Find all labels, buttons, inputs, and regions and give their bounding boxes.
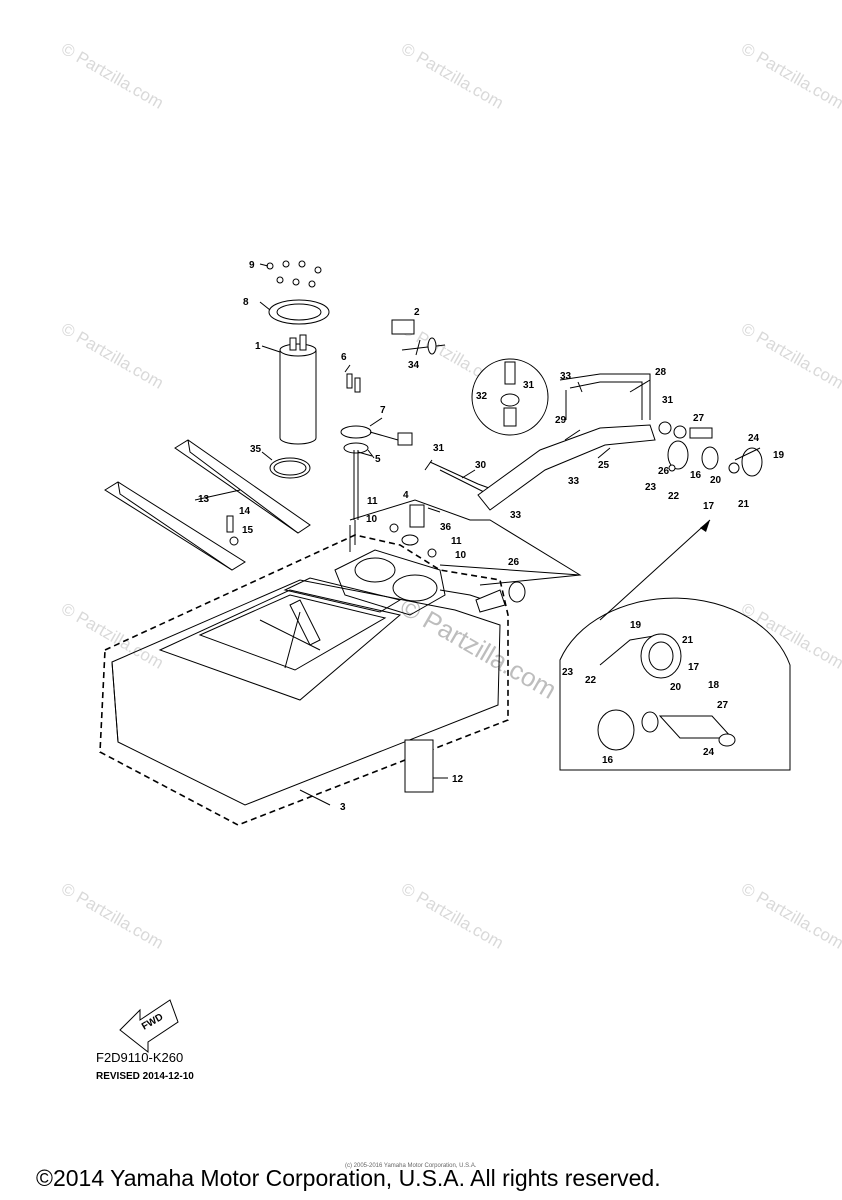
- callout-15: 15: [242, 525, 254, 536]
- tank-brackets: [104, 439, 311, 571]
- detail-callout-16: 16: [602, 755, 614, 766]
- diagram-code: F2D9110-K260: [96, 1050, 184, 1065]
- callout-32: 32: [476, 391, 488, 402]
- callout-8: 8: [243, 297, 249, 308]
- callout-11b: 11: [451, 536, 462, 547]
- detail-callout-27: 27: [717, 700, 729, 711]
- watermark: © Partzilla.com: [738, 319, 842, 393]
- filler-hose: [477, 373, 713, 511]
- callout-26b: 26: [508, 557, 520, 568]
- callout-12: 12: [452, 774, 464, 785]
- bolts: [226, 515, 239, 546]
- callout-13: 13: [198, 494, 210, 505]
- watermark: © Partzilla.com: [738, 879, 842, 953]
- callout-33c: 33: [510, 510, 522, 521]
- detail-callout-22: 22: [585, 675, 597, 686]
- tiny-copyright: (c) 2005-2016 Yamaha Motor Corporation, …: [345, 1163, 477, 1169]
- detail-callout-21: 21: [682, 635, 694, 646]
- callout-9: 9: [249, 260, 255, 271]
- breather-hose: [349, 461, 582, 586]
- watermark: © Partzilla.com: [58, 879, 167, 953]
- watermark: © Partzilla.com: [398, 39, 507, 113]
- fuel-sender: [340, 373, 413, 520]
- callout-28: 28: [655, 367, 667, 378]
- callout-24: 24: [748, 433, 760, 444]
- detail-inset: [559, 519, 791, 771]
- callout-2: 2: [414, 307, 420, 318]
- callout-19: 19: [773, 450, 785, 461]
- callout-3: 3: [340, 802, 346, 813]
- detail-callout-24: 24: [703, 747, 715, 758]
- leader-lines: [299, 339, 651, 806]
- callout-23: 23: [645, 482, 657, 493]
- detail-callouts: 19 21 17 20 18 23 22 27 24 16: [562, 620, 729, 766]
- callout-11a: 11: [367, 496, 378, 507]
- detail-callout-19: 19: [630, 620, 642, 631]
- callout-29: 29: [555, 415, 567, 426]
- callout-7: 7: [380, 405, 386, 416]
- detail-callout-23: 23: [562, 667, 574, 678]
- callout-14: 14: [239, 506, 251, 517]
- callout-20: 20: [710, 475, 722, 486]
- callout-31b: 31: [523, 380, 535, 391]
- revised-date: REVISED 2014-12-10: [96, 1071, 194, 1082]
- watermarks: © Partzilla.com © Partzilla.com © Partzi…: [58, 39, 842, 953]
- callout-36: 36: [440, 522, 452, 533]
- callout-33a: 33: [560, 371, 572, 382]
- check-valve: [389, 504, 441, 558]
- callout-35: 35: [250, 444, 262, 455]
- callout-25: 25: [598, 460, 610, 471]
- watermark: © Partzilla.com: [398, 879, 507, 953]
- tank-flange: [334, 520, 486, 616]
- callout-4: 4: [403, 490, 409, 501]
- watermark: © Partzilla.com: [58, 39, 167, 113]
- callout-10a: 10: [366, 514, 378, 525]
- watermark: © Partzilla.com: [58, 319, 167, 393]
- callout-31a: 31: [433, 443, 445, 454]
- callout-10b: 10: [455, 550, 467, 561]
- callout-22: 22: [668, 491, 680, 502]
- detail-callout-17: 17: [688, 662, 700, 673]
- callout-30: 30: [475, 460, 487, 471]
- callout-21: 21: [738, 499, 750, 510]
- copyright-notice: ©2014 Yamaha Motor Corporation, U.S.A. A…: [36, 1165, 661, 1191]
- warning-label: [404, 739, 434, 793]
- fuel-tank: [99, 534, 509, 826]
- callout-26a: 26: [658, 466, 670, 477]
- callout-5: 5: [375, 454, 381, 465]
- detail-callout-20: 20: [670, 682, 682, 693]
- callout-27: 27: [693, 413, 705, 424]
- gasket: [261, 451, 311, 479]
- detail-callout-18: 18: [708, 680, 720, 691]
- callout-31c: 31: [662, 395, 674, 406]
- callouts: 1 2 3 4 5 6 7 8 9 10 10 11 11 12 13 14 1…: [198, 260, 785, 813]
- hose-fitting: [475, 581, 526, 613]
- fwd-arrow: FWD: [119, 999, 179, 1054]
- bolts-9: [259, 260, 322, 288]
- callout-34: 34: [408, 360, 420, 371]
- watermark: © Partzilla.com: [738, 39, 842, 113]
- callout-6: 6: [341, 352, 347, 363]
- callout-16: 16: [690, 470, 702, 481]
- clamp-part: [391, 319, 446, 355]
- callout-33b: 33: [568, 476, 580, 487]
- filler-neck: [667, 440, 763, 477]
- callout-17: 17: [703, 501, 715, 512]
- retaining-ring: [259, 299, 330, 325]
- callout-1: 1: [255, 341, 261, 352]
- fuel-pump: [261, 334, 317, 445]
- detail-inset-top: [471, 358, 549, 436]
